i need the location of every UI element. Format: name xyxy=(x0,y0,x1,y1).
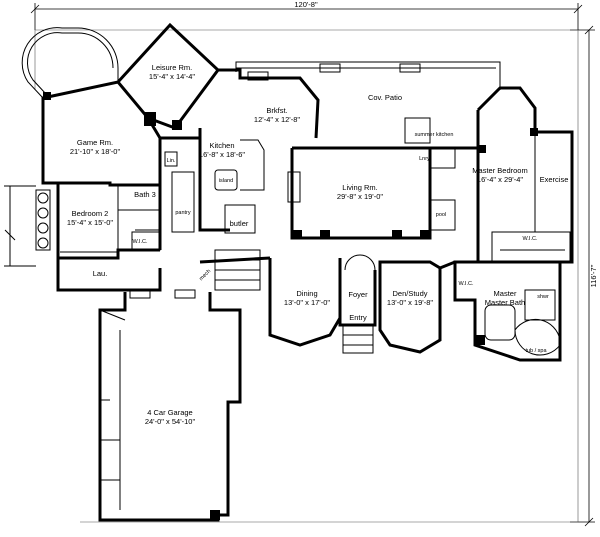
butler-label: butler xyxy=(230,219,249,228)
tub-label: tub / spa xyxy=(525,348,547,354)
living-room-size: 29'-8" x 19'-0" xyxy=(337,192,383,201)
dimension-lines xyxy=(30,3,595,527)
laundry-label: Lau. xyxy=(93,269,108,278)
master-bedroom-size: 16'-4" x 29'-4" xyxy=(477,175,523,184)
brkfst-size: 12'-4" x 12'-8" xyxy=(254,115,300,124)
brkfst-name: Brkfst. xyxy=(266,106,287,115)
entry-label: Entry xyxy=(349,313,367,322)
exercise-label: Exercise xyxy=(540,175,569,184)
leisure-room-name: Leisure Rm. xyxy=(152,63,192,72)
master-bath-label: Master Bath xyxy=(485,298,525,307)
game-room-name: Game Rm. xyxy=(77,138,113,147)
master-wic-label: W.I.C. xyxy=(523,236,538,242)
structural-blocks xyxy=(43,92,538,520)
den-size: 13'-0" x 19'-8" xyxy=(387,298,433,307)
overall-width-label: 120'-8" xyxy=(294,0,318,9)
dining-size: 13'-0" x 17'-0" xyxy=(284,298,330,307)
pool-label: pool xyxy=(436,212,446,218)
kitchen-size: 16'-8" x 18'-6" xyxy=(199,150,245,159)
interior-lines xyxy=(60,63,571,510)
cov-patio-label: Cov. Patio xyxy=(368,93,402,102)
master-bath-line1: Master xyxy=(494,289,517,298)
pantry-label: pantry xyxy=(175,210,191,216)
leisure-room-size: 15'-4" x 14'-4" xyxy=(149,72,195,81)
island-label: island xyxy=(219,178,233,184)
game-room-size: 21'-10" x 18'-0" xyxy=(70,147,121,156)
den-name: Den/Study xyxy=(392,289,427,298)
small-wic-label: W.I.C. xyxy=(459,281,474,287)
master-bedroom-name: Master Bedroom xyxy=(472,166,527,175)
bed2-wic-label: W.I.C. xyxy=(133,239,148,245)
shower-label: shwr xyxy=(537,294,549,300)
garage-name: 4 Car Garage xyxy=(147,408,192,417)
overall-depth-label: 116'-7" xyxy=(589,264,598,287)
mech-label: mech xyxy=(198,268,212,282)
linen-label: Lin. xyxy=(167,158,176,164)
bedroom2-name: Bedroom 2 xyxy=(72,209,109,218)
bath3-label: Bath 3 xyxy=(134,190,156,199)
bedroom2-size: 15'-4" x 15'-0" xyxy=(67,218,113,227)
garage-size: 24'-0" x 54'-10" xyxy=(145,417,196,426)
kitchen-name: Kitchen xyxy=(209,141,234,150)
summer-kitchen-label: summer kitchen xyxy=(415,132,454,138)
living-room-name: Living Rm. xyxy=(342,183,377,192)
foyer-label: Foyer xyxy=(348,290,368,299)
lnry-label: Lnry. xyxy=(419,156,431,162)
dining-name: Dining xyxy=(296,289,317,298)
exterior-walls xyxy=(4,22,574,522)
